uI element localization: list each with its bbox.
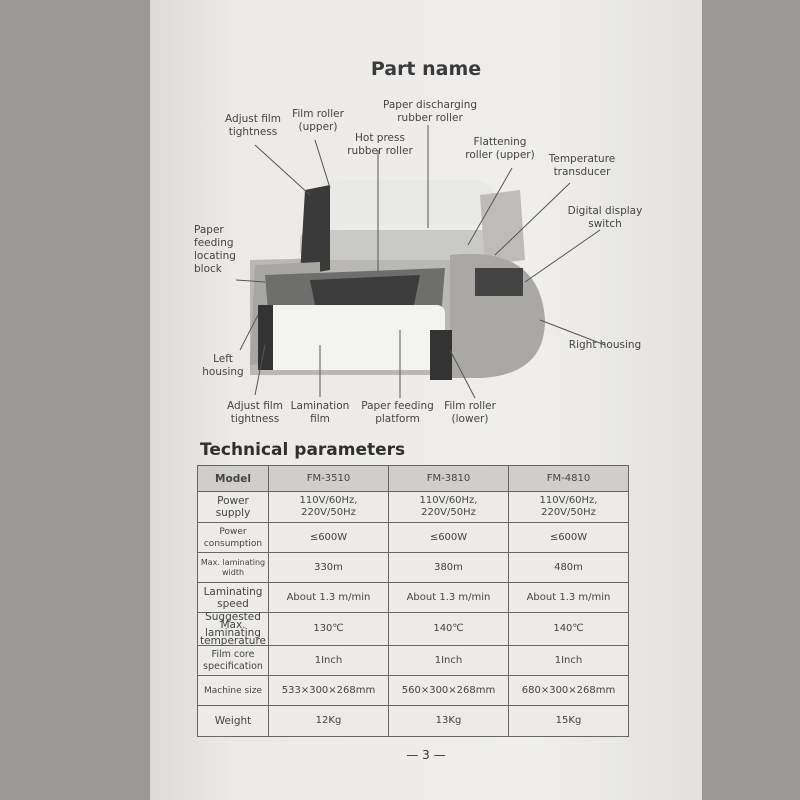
cell: 380m <box>388 552 509 583</box>
cell: ≤600W <box>508 522 629 553</box>
cell: 680×300×268mm <box>508 675 629 706</box>
label-paper-discharging-rubber-roller: Paper discharging rubber roller <box>382 99 478 124</box>
label-temperature-transducer: Temperature transducer <box>548 153 616 178</box>
row-label: Weight <box>197 705 269 737</box>
label-flattening-roller-upper: Flattening roller (upper) <box>465 136 535 161</box>
table-row: Weight 12Kg 13Kg 15Kg <box>197 705 629 737</box>
cell: 15Kg <box>508 705 629 737</box>
cell: 12Kg <box>268 705 389 737</box>
cell: 130℃ <box>268 612 389 646</box>
cell: 140℃ <box>508 612 629 646</box>
label-film-roller-lower: Film roller (lower) <box>444 400 496 425</box>
page-title: Part name <box>370 58 482 80</box>
row-label: Power consumption <box>197 522 269 553</box>
row-label: Power supply <box>197 491 269 523</box>
cell: 13Kg <box>388 705 509 737</box>
manual-page: Part name <box>150 0 702 800</box>
label-hot-press-rubber-roller: Hot press rubber roller <box>347 132 413 157</box>
table-header-row: Model FM-3510 FM-3810 FM-4810 <box>197 465 629 492</box>
table-row: Laminating speed About 1.3 m/min About 1… <box>197 582 629 613</box>
label-right-housing: Right housing <box>568 339 642 351</box>
header-cell: Model <box>197 465 269 492</box>
row-label: Laminating speed <box>197 582 269 613</box>
label-film-roller-upper: Film roller (upper) <box>292 108 344 133</box>
label-left-housing: Left housing <box>202 353 244 378</box>
header-cell: FM-4810 <box>508 465 629 492</box>
cell: 480m <box>508 552 629 583</box>
laminator-illustration <box>235 125 606 399</box>
table-row: Max. laminating width 330m 380m 480m <box>197 552 629 583</box>
page-number: — 3 — <box>406 748 446 762</box>
header-cell: FM-3510 <box>268 465 389 492</box>
cell: 330m <box>268 552 389 583</box>
cell: About 1.3 m/min <box>388 582 509 613</box>
row-label: Machine size <box>197 675 269 706</box>
row-label: Max. laminating width <box>197 552 269 583</box>
cell: 140℃ <box>388 612 509 646</box>
row-label: Film core specification <box>197 645 269 676</box>
label-paper-feeding-locating-block: Paper feeding locating block <box>194 224 236 275</box>
cell: About 1.3 m/min <box>508 582 629 613</box>
cell: ≤600W <box>268 522 389 553</box>
table-row: Film core specification 1Inch 1Inch 1Inc… <box>197 645 629 676</box>
label-lamination-film: Lamination film <box>290 400 350 425</box>
cell: About 1.3 m/min <box>268 582 389 613</box>
cell: 1Inch <box>388 645 509 676</box>
table-row: Power consumption ≤600W ≤600W ≤600W <box>197 522 629 553</box>
cell: 110V/60Hz, 220V/50Hz <box>388 491 509 523</box>
cell: ≤600W <box>388 522 509 553</box>
technical-parameters-table: Model FM-3510 FM-3810 FM-4810 Power supp… <box>197 465 629 737</box>
cell: 533×300×268mm <box>268 675 389 706</box>
header-cell: FM-3810 <box>388 465 509 492</box>
cell: 1Inch <box>268 645 389 676</box>
table-row: Power supply 110V/60Hz, 220V/50Hz 110V/6… <box>197 491 629 523</box>
table-row: Machine size 533×300×268mm 560×300×268mm… <box>197 675 629 706</box>
section-title: Technical parameters <box>200 440 406 460</box>
label-digital-display-switch: Digital display switch <box>567 205 643 230</box>
label-paper-feeding-platform: Paper feeding platform <box>361 400 434 425</box>
cell: 1Inch <box>508 645 629 676</box>
table-row: Suggested Max. laminating temperature 13… <box>197 612 629 646</box>
label-adjust-film-tightness-bottom: Adjust film tightness <box>227 400 283 425</box>
row-label: Suggested Max. laminating temperature <box>197 612 269 646</box>
cell: 110V/60Hz, 220V/50Hz <box>268 491 389 523</box>
cell: 110V/60Hz, 220V/50Hz <box>508 491 629 523</box>
cell: 560×300×268mm <box>388 675 509 706</box>
label-adjust-film-tightness-top: Adjust film tightness <box>225 113 281 138</box>
